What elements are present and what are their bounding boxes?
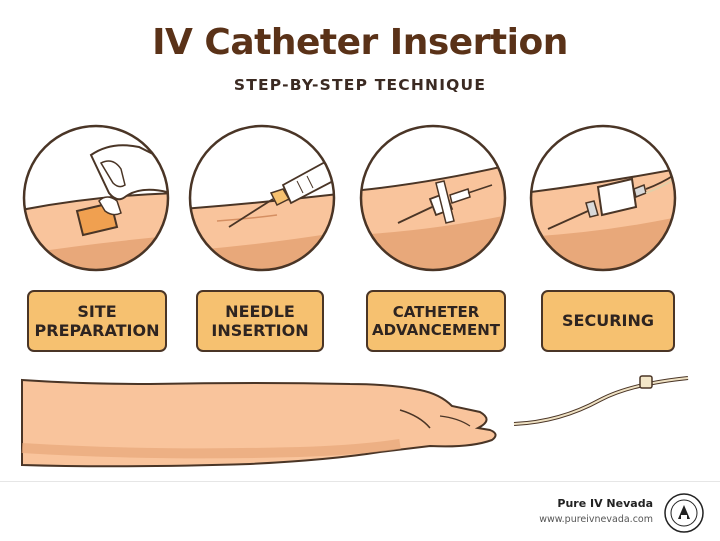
step-label-line: PREPARATION xyxy=(34,321,160,340)
step-label-catheter-advancement: CATHETER ADVANCEMENT xyxy=(366,290,506,352)
securing-illustration xyxy=(528,123,678,273)
step-label-securing: SECURING xyxy=(541,290,675,352)
step-label-line: NEEDLE xyxy=(225,301,295,321)
needle-insertion-illustration xyxy=(187,123,337,273)
page-subtitle: STEP-BY-STEP TECHNIQUE xyxy=(233,76,487,94)
site-preparation-illustration xyxy=(21,123,171,273)
step-label-line: CATHETER xyxy=(392,303,480,321)
footer-divider xyxy=(0,481,720,482)
step-label-needle-insertion: NEEDLE INSERTION xyxy=(196,290,324,352)
page-title: IV Catheter Insertion xyxy=(152,22,568,63)
brand-url: www.pureivnevada.com xyxy=(539,514,653,525)
step-label-line: ADVANCEMENT xyxy=(371,321,501,339)
step-label-site-preparation: SITE PREPARATION xyxy=(27,290,167,352)
brand-name: Pure IV Nevada xyxy=(557,497,653,510)
catheter-advancement-illustration xyxy=(358,123,508,273)
step-label-line: SECURING xyxy=(562,311,654,331)
arm-illustration xyxy=(0,360,720,484)
step-label-line: INSERTION xyxy=(211,321,309,340)
brand-logo-icon xyxy=(664,493,704,537)
step-label-line: SITE xyxy=(77,301,117,321)
